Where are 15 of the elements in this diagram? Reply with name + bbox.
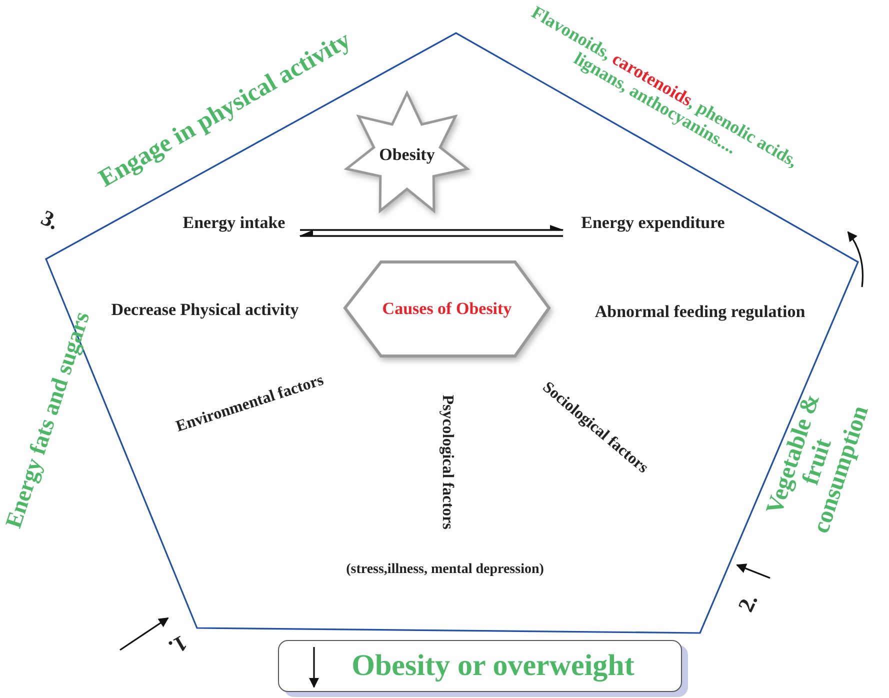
cause-label: Psycological factors bbox=[438, 394, 456, 530]
cause-label: Decrease Physical activity bbox=[111, 300, 299, 320]
cause-label: Abnormal feeding regulation bbox=[594, 302, 806, 322]
arrow bbox=[300, 225, 564, 231]
note-text: (stress,illness, mental depression) bbox=[346, 562, 544, 578]
node-label: Causes of Obesity bbox=[382, 299, 512, 319]
node-label: Energy expenditure bbox=[581, 213, 725, 233]
step-number: 1. bbox=[164, 630, 192, 660]
node-label: Obesity or overweight bbox=[352, 649, 634, 683]
section-heading: Energy fats and sugars bbox=[0, 308, 96, 532]
node-label: Energy intake bbox=[182, 213, 286, 233]
step-number: 3. bbox=[37, 204, 63, 236]
arrow bbox=[299, 230, 563, 237]
node-label: Obesity bbox=[379, 145, 435, 165]
step-number: 2. bbox=[732, 590, 764, 616]
